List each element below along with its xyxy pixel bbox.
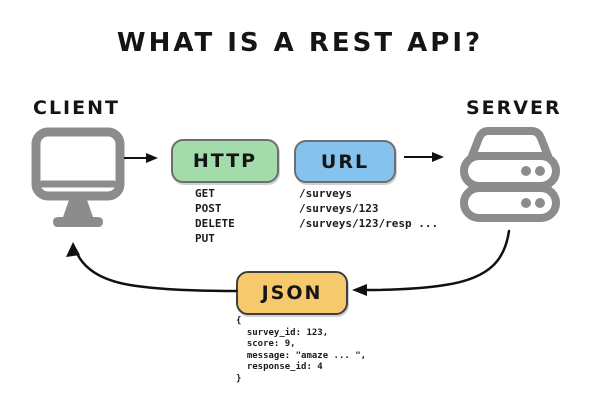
json-code-line: message: "amaze ... ", — [236, 350, 367, 361]
url-to-server-arrow — [404, 152, 444, 162]
client-monitor-icon — [30, 126, 126, 239]
http-box: HTTP — [171, 139, 279, 183]
http-method: GET — [195, 187, 215, 200]
json-code-line: response_id: 4 — [236, 362, 323, 372]
json-to-client-arrow — [66, 242, 238, 293]
client-label: CLIENT — [33, 97, 120, 119]
http-methods-list: GET POST DELETE PUT — [195, 186, 235, 246]
url-path: /surveys/123/resp ... — [299, 217, 439, 230]
http-box-label: HTTP — [192, 150, 258, 172]
http-method: POST — [195, 202, 222, 215]
url-box: URL — [294, 140, 396, 183]
json-code-line: score: 9, — [236, 339, 296, 349]
server-stack-icon — [460, 126, 560, 231]
url-box-label: URL — [320, 150, 370, 173]
http-method: PUT — [195, 232, 215, 245]
server-label: SERVER — [466, 97, 562, 119]
url-path: /surveys/123 — [299, 202, 379, 215]
server-to-json-arrow — [352, 229, 511, 296]
json-code-line: { — [236, 316, 242, 326]
json-code-line: } — [236, 373, 242, 384]
url-path: /surveys — [299, 187, 352, 200]
json-code-block: { survey_id: 123, score: 9, message: "am… — [236, 316, 366, 385]
json-code-line: survey_id: 123, — [236, 327, 329, 338]
json-box-label: JSON — [261, 282, 323, 304]
client-to-http-arrow — [124, 153, 158, 163]
http-method: DELETE — [195, 217, 235, 230]
url-paths-list: /surveys/surveys/123/surveys/123/resp ..… — [299, 186, 438, 231]
json-box: JSON — [236, 271, 348, 315]
diagram-title: WHAT IS A REST API? — [116, 28, 484, 58]
